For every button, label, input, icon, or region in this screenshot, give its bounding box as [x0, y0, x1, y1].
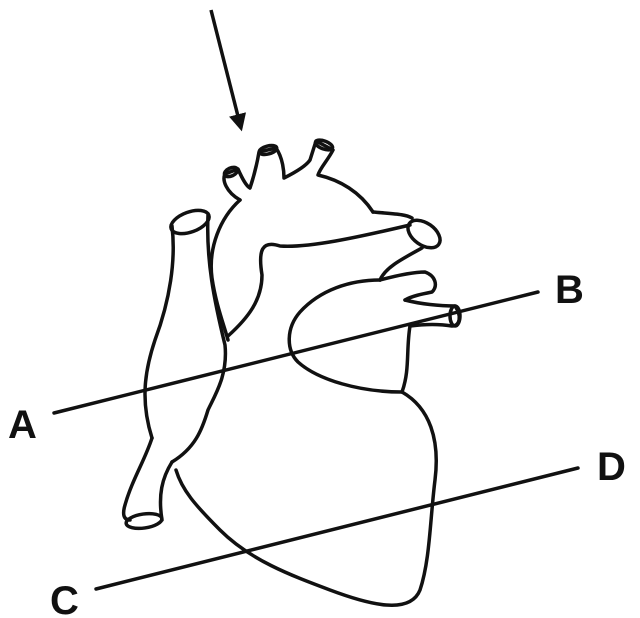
- pulmonary-trunk-opening: [403, 215, 445, 254]
- plane-line-a-b: [54, 292, 538, 413]
- plane-label-a: A: [8, 403, 37, 447]
- heart-outline: [124, 138, 460, 605]
- plane-label-d: D: [597, 445, 626, 489]
- plane-label-b: B: [555, 268, 584, 312]
- pulmonary-vein-upper: [380, 272, 435, 300]
- inferior-vena-cava: [124, 438, 152, 520]
- superior-vena-cava: [145, 226, 173, 438]
- plane-line-c-d: [96, 468, 578, 589]
- aortic-arch: [224, 141, 373, 212]
- pointer-arrow: [211, 10, 241, 128]
- left-atrium: [289, 280, 402, 392]
- right-atrium: [211, 200, 240, 340]
- plane-label-c: C: [50, 579, 79, 618]
- ventricles: [176, 392, 436, 605]
